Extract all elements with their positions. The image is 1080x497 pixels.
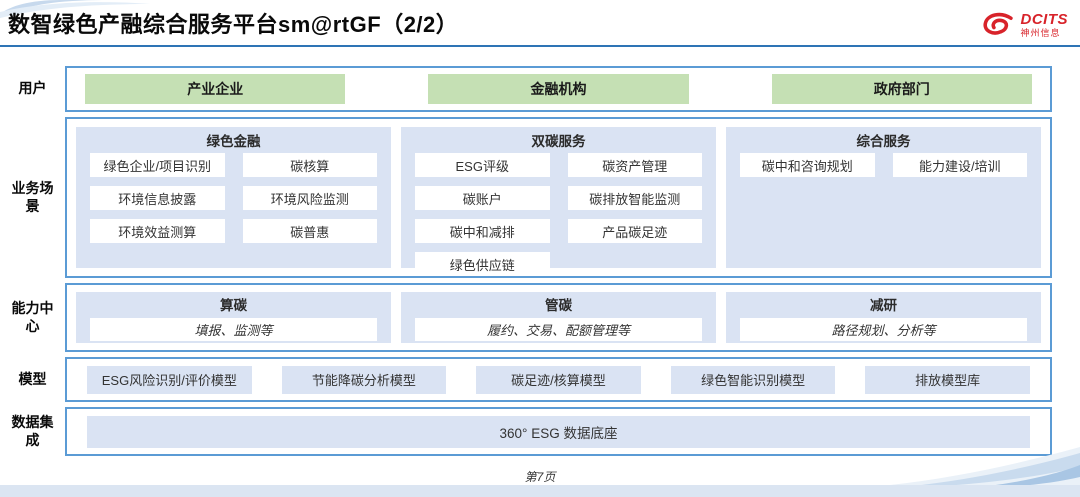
- capability-title: 算碳: [220, 298, 247, 313]
- row-users: 用户 产业企业 金融机构 政府部门: [0, 66, 1080, 112]
- row-models-label: 模型: [18, 370, 47, 387]
- scenario-cell: 环境风险监测: [242, 186, 377, 210]
- capability-title: 管碳: [545, 298, 572, 313]
- capability-calc-carbon: 算碳 填报、监测等: [76, 292, 391, 343]
- row-scenarios: 业务场景 绿色金融 绿色企业/项目识别 碳核算 环境信息披露 环境风险监测 环境…: [0, 117, 1080, 278]
- capability-reduce-research: 减研 路径规划、分析等: [726, 292, 1041, 343]
- row-capabilities-frame: 算碳 填报、监测等 管碳 履约、交易、配额管理等 减研 路径规划、分析等: [65, 283, 1052, 352]
- panel-comprehensive: 综合服务 碳中和咨询规划 能力建设/培训: [726, 127, 1041, 268]
- panel-comprehensive-grid: 碳中和咨询规划 能力建设/培训: [740, 153, 1027, 177]
- panel-comprehensive-title: 综合服务: [856, 134, 911, 149]
- scenario-cell: 碳普惠: [242, 219, 377, 243]
- panel-dual-carbon-title: 双碳服务: [531, 134, 586, 149]
- page-title: 数智绿色产融综合服务平台sm@rtGF（2/2）: [8, 12, 459, 37]
- page-number: 第7页: [524, 470, 556, 484]
- row-scenarios-label: 业务场景: [11, 180, 54, 214]
- row-data-integration-label: 数据集成: [11, 414, 54, 448]
- scenario-cell: 碳核算: [242, 153, 377, 177]
- panel-dual-carbon-grid: ESG评级 碳资产管理 碳账户 碳排放智能监测 碳中和减排 产品碳足迹 绿色供应…: [415, 153, 702, 276]
- user-box-industry: 产业企业: [85, 74, 346, 104]
- scenario-cell: 碳中和咨询规划: [740, 153, 875, 177]
- capability-manage-carbon: 管碳 履约、交易、配额管理等: [401, 292, 716, 343]
- row-models-frame: ESG风险识别/评价模型 节能降碳分析模型 碳足迹/核算模型 绿色智能识别模型 …: [65, 357, 1052, 402]
- header-divider: [0, 45, 1080, 47]
- row-capabilities-label: 能力中心: [11, 300, 54, 334]
- user-box-finance: 金融机构: [428, 74, 689, 104]
- logo-brand: DCITS: [1020, 11, 1068, 28]
- scenario-cell: 环境效益测算: [90, 219, 225, 243]
- company-logo: DCITS 神州信息: [982, 12, 1069, 38]
- panel-green-finance: 绿色金融 绿色企业/项目识别 碳核算 环境信息披露 环境风险监测 环境效益测算 …: [76, 127, 391, 268]
- row-models: 模型 ESG风险识别/评价模型 节能降碳分析模型 碳足迹/核算模型 绿色智能识别…: [0, 357, 1080, 402]
- model-box: 节能降碳分析模型: [281, 365, 447, 394]
- logo-subtitle: 神州信息: [1020, 28, 1061, 38]
- scenario-cell: 碳账户: [415, 186, 550, 210]
- logo-text: DCITS 神州信息: [1021, 12, 1069, 38]
- scenario-cell: 碳资产管理: [567, 153, 702, 177]
- scenario-cell: 碳排放智能监测: [567, 186, 702, 210]
- user-box-government: 政府部门: [771, 74, 1032, 104]
- scenario-cell: 绿色企业/项目识别: [90, 153, 225, 177]
- capability-desc: 履约、交易、配额管理等: [415, 318, 702, 341]
- scenario-cell: 碳中和减排: [415, 219, 550, 243]
- scenario-cell: 环境信息披露: [90, 186, 225, 210]
- row-data-integration-frame: 360° ESG 数据底座: [65, 407, 1052, 456]
- panel-green-finance-title: 绿色金融: [206, 134, 261, 149]
- scenario-cell: 产品碳足迹: [567, 219, 702, 243]
- row-data-integration: 数据集成 360° ESG 数据底座: [0, 407, 1080, 456]
- model-box: 排放模型库: [865, 365, 1030, 394]
- capability-desc: 路径规划、分析等: [740, 318, 1027, 341]
- scenario-cell: ESG评级: [415, 153, 550, 177]
- row-users-frame: 产业企业 金融机构 政府部门: [65, 66, 1052, 112]
- model-box: ESG风险识别/评价模型: [87, 365, 252, 394]
- model-box: 碳足迹/核算模型: [476, 365, 641, 394]
- row-scenarios-frame: 绿色金融 绿色企业/项目识别 碳核算 环境信息披露 环境风险监测 环境效益测算 …: [65, 117, 1052, 278]
- row-capabilities: 能力中心 算碳 填报、监测等 管碳 履约、交易、配额管理等 减研 路径规划、分析…: [0, 283, 1080, 352]
- row-users-label: 用户: [18, 80, 47, 97]
- panel-dual-carbon: 双碳服务 ESG评级 碳资产管理 碳账户 碳排放智能监测 碳中和减排 产品碳足迹…: [401, 127, 716, 276]
- model-box: 绿色智能识别模型: [670, 365, 836, 394]
- capability-desc: 填报、监测等: [90, 318, 377, 341]
- bottom-bar: [0, 485, 1080, 497]
- panel-green-finance-grid: 绿色企业/项目识别 碳核算 环境信息披露 环境风险监测 环境效益测算 碳普惠: [90, 153, 377, 243]
- esg-data-base-box: 360° ESG 数据底座: [87, 415, 1030, 448]
- dcits-swirl-icon: [982, 12, 1013, 35]
- scenario-cell: 绿色供应链: [415, 252, 550, 276]
- capability-title: 减研: [870, 298, 897, 313]
- scenario-cell: 能力建设/培训: [892, 153, 1027, 177]
